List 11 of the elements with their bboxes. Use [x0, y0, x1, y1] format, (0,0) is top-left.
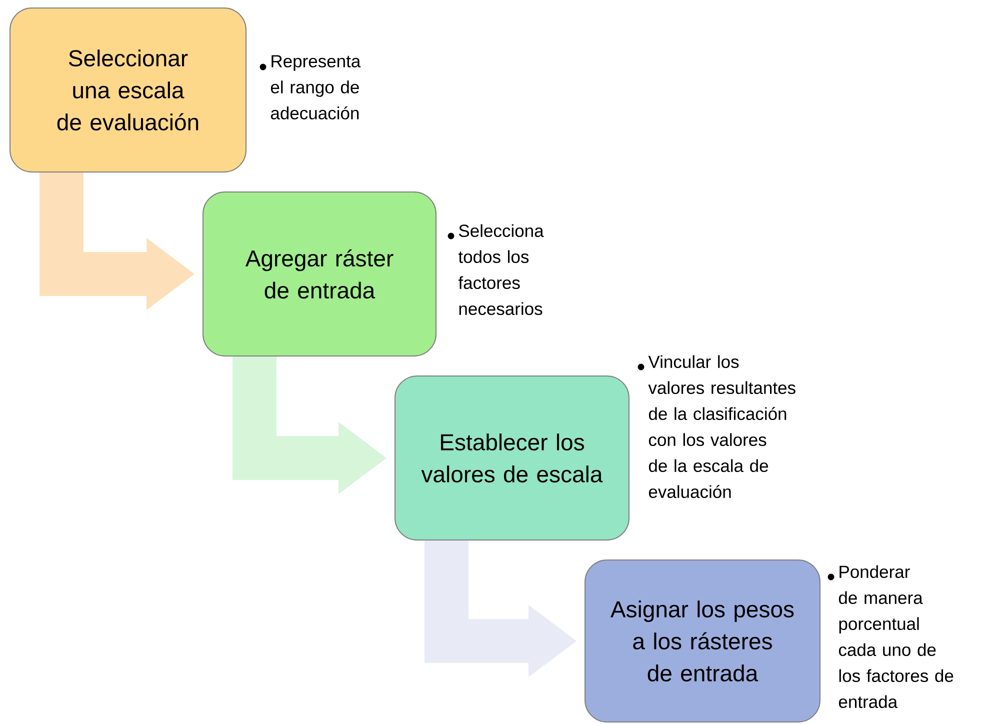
bullet-text: Ponderar de manera porcentual cada uno de los factores de entrada	[838, 565, 954, 708]
bullet-text: Selecciona todos los factores necesarios	[458, 224, 544, 316]
bullet-text: Representa el rango de adecuación	[270, 55, 361, 120]
bent-arrow	[424, 540, 576, 677]
process-box: Agregar ráster de entrada	[202, 192, 436, 356]
process-box: Seleccionar una escala de evaluación	[10, 8, 246, 172]
bent-arrow	[232, 356, 386, 494]
bent-arrow	[40, 172, 194, 310]
process-box: Asignar los pesos a los rásteres de entrada	[584, 560, 820, 722]
process-box: Establecer los valores de escala	[394, 376, 630, 540]
bullet-text: Vincular los valores resultantes de la clasificación con los valores de la escala de evaluación	[648, 355, 796, 498]
